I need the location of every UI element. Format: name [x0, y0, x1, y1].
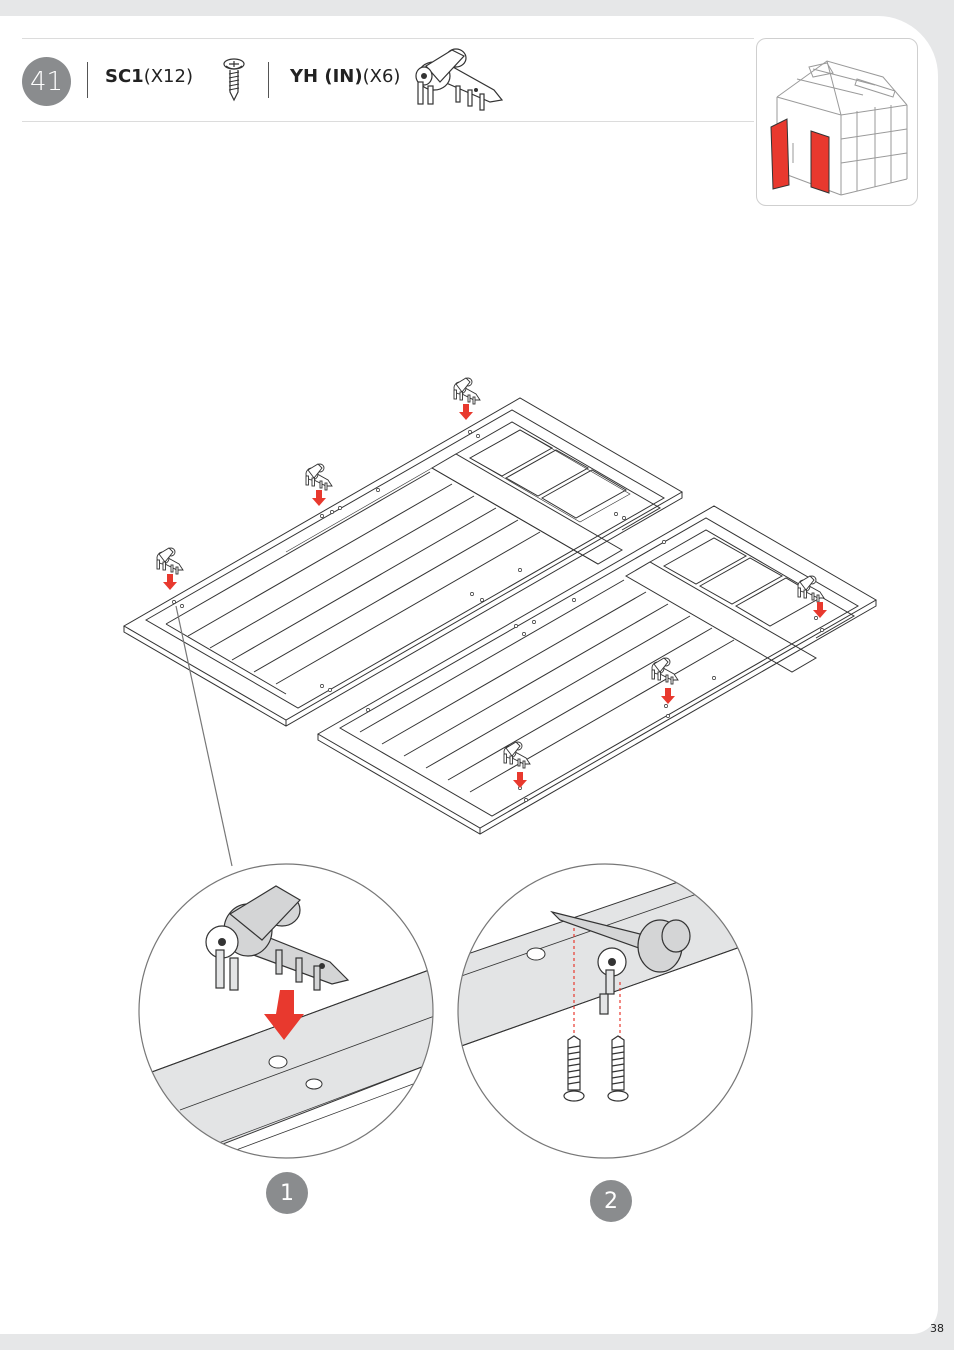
substep-badge-2: 2 — [590, 1180, 632, 1222]
substep-badge-1: 1 — [266, 1172, 308, 1214]
substep-label: 2 — [604, 1189, 618, 1214]
detail-circle-2 — [450, 854, 760, 1158]
page-number: 38 — [930, 1322, 944, 1335]
detail-circle-1 — [130, 864, 440, 1180]
substep-label: 1 — [280, 1181, 294, 1206]
